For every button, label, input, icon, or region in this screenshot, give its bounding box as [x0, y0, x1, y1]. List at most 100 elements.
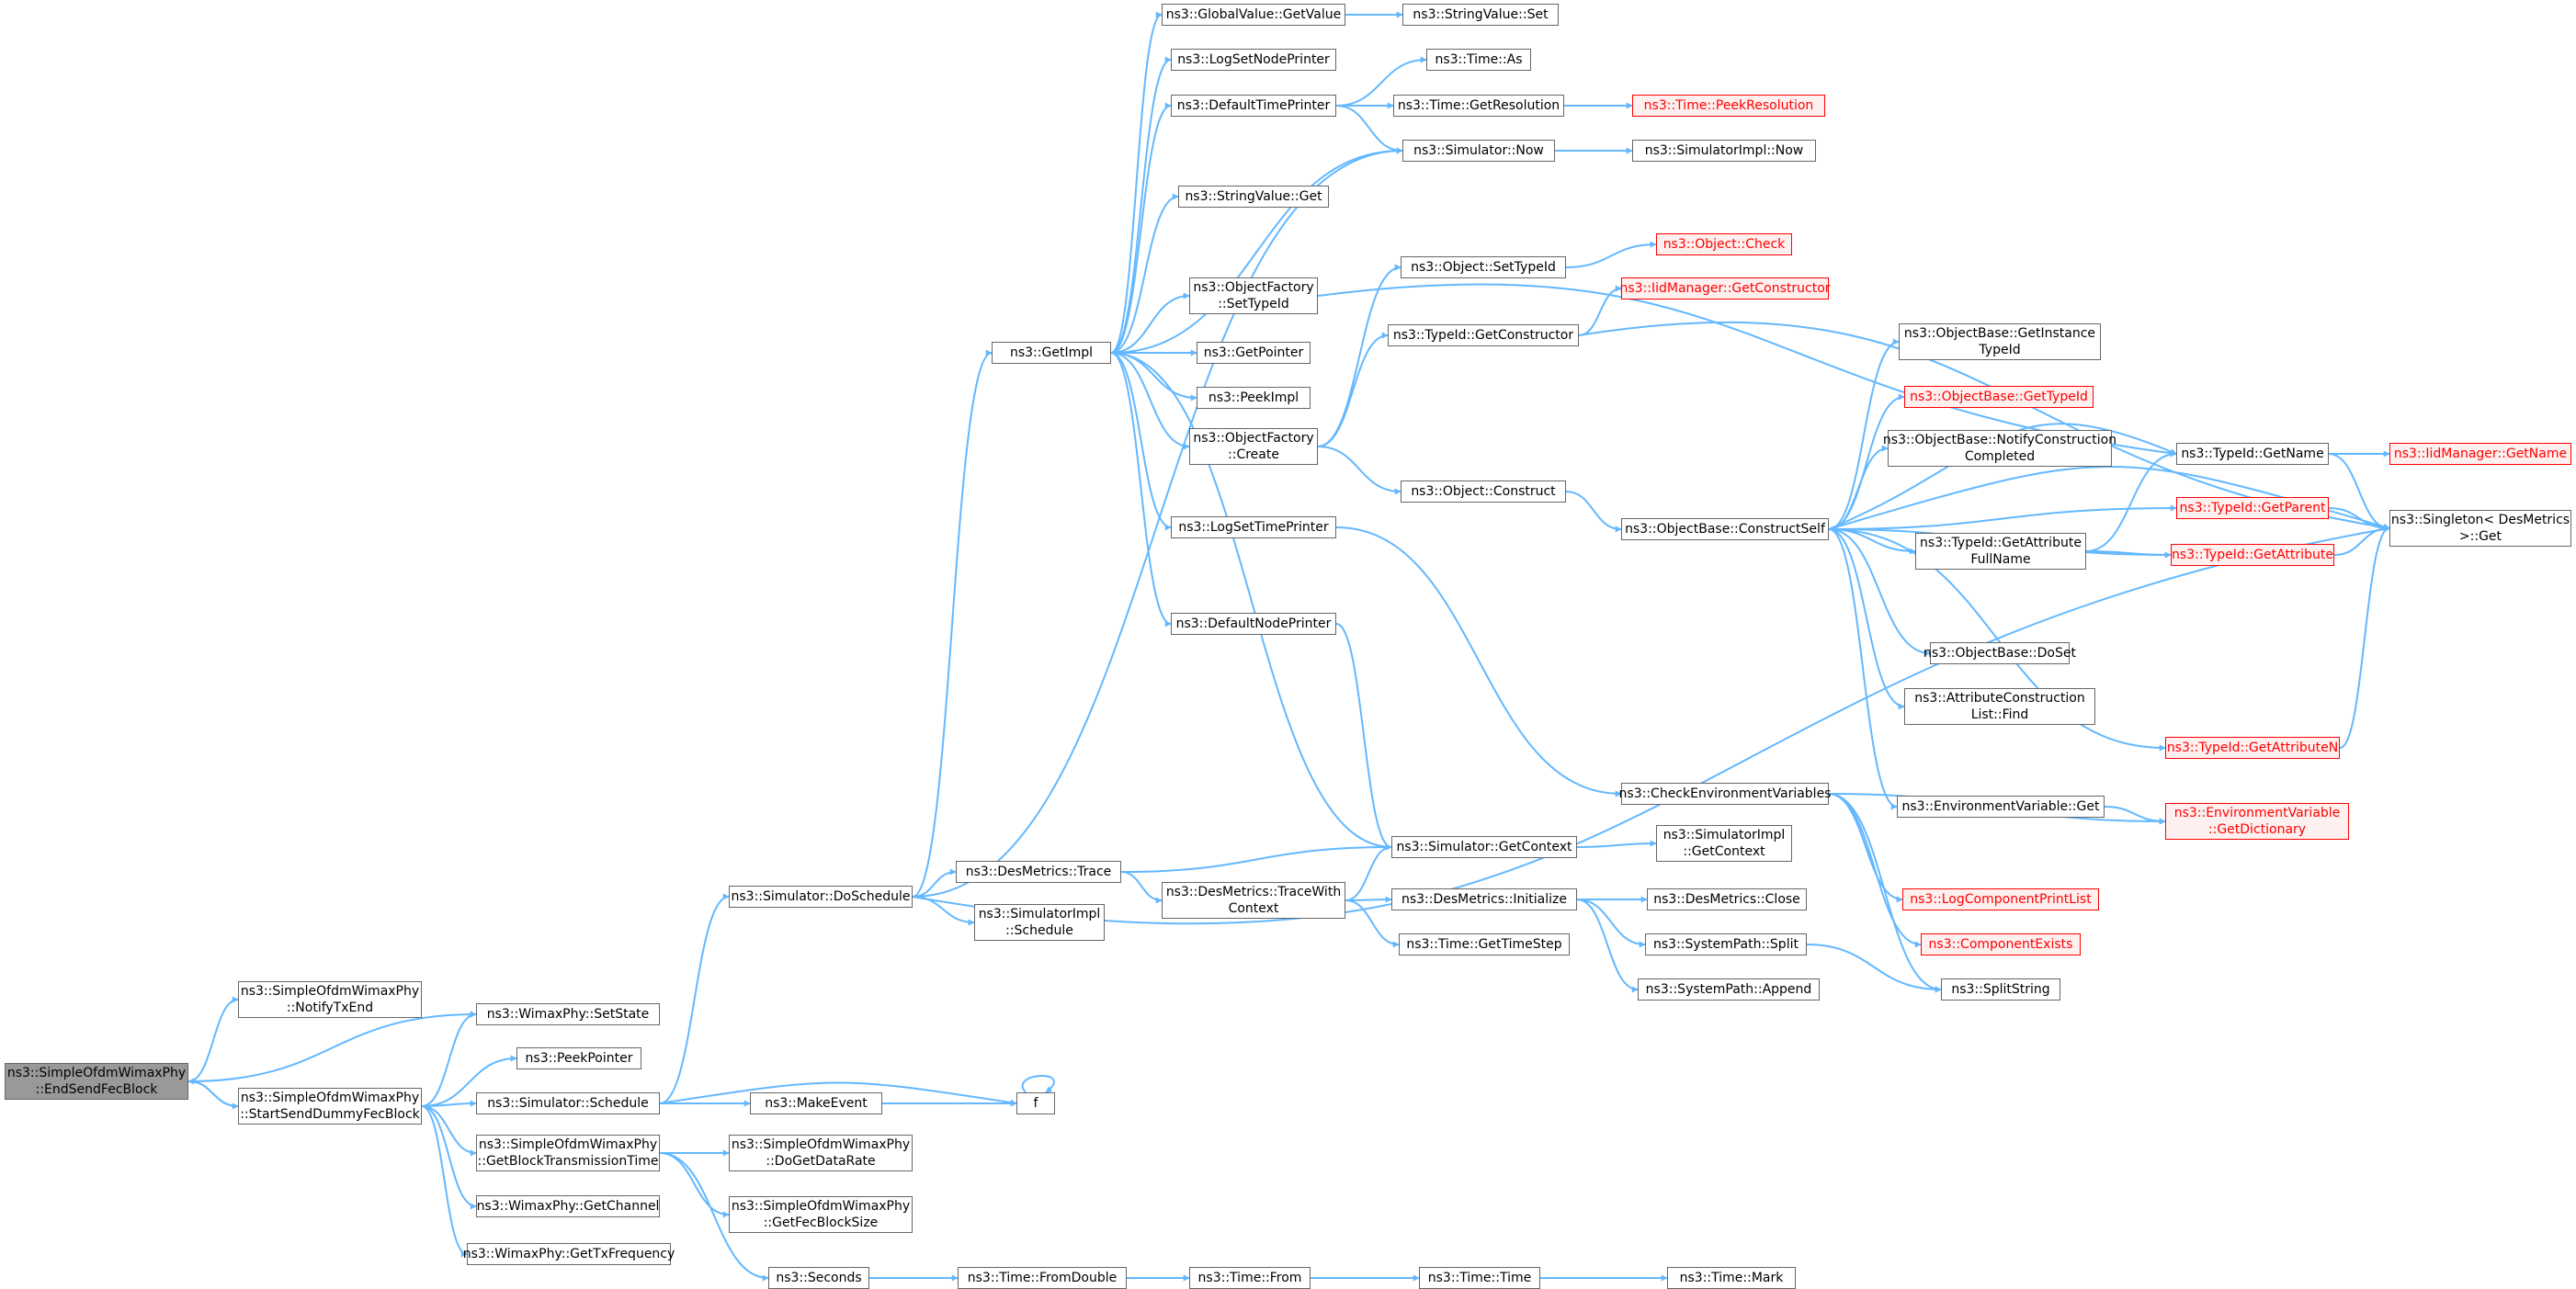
node-notifytx[interactable]: ns3::SimpleOfdmWimaxPhy ::NotifyTxEnd	[238, 981, 422, 1018]
node-getfecblocksize[interactable]: ns3::SimpleOfdmWimaxPhy ::GetFecBlockSiz…	[729, 1196, 913, 1233]
edge-constructself-to-typeidgetparent	[1828, 504, 2177, 530]
node-typeidgetattrn[interactable]: ns3::TypeId::GetAttributeN	[2165, 737, 2340, 759]
node-tracewithctx[interactable]: ns3::DesMetrics::TraceWith Context	[1162, 882, 1345, 919]
node-splitstring[interactable]: ns3::SplitString	[1941, 978, 2060, 1001]
node-getattrfullname[interactable]: ns3::TypeId::GetAttribute FullName	[1915, 533, 2086, 570]
node-typeidgetparent[interactable]: ns3::TypeId::GetParent	[2176, 497, 2329, 519]
node-peekpointer[interactable]: ns3::PeekPointer	[516, 1047, 641, 1069]
node-simimplschedule[interactable]: ns3::SimulatorImpl ::Schedule	[974, 904, 1105, 941]
edge-ofcreate-to-objconstruct	[1317, 446, 1401, 495]
edge-endsend-to-notifytx	[187, 996, 239, 1082]
node-schedule[interactable]: ns3::Simulator::Schedule	[476, 1092, 660, 1114]
node-iidgetname[interactable]: ns3::IidManager::GetName	[2389, 443, 2571, 465]
edge-f-self-loop	[1021, 1074, 1055, 1093]
node-getblocktx[interactable]: ns3::SimpleOfdmWimaxPhy ::GetBlockTransm…	[476, 1135, 660, 1171]
node-typeidgetname[interactable]: ns3::TypeId::GetName	[2176, 443, 2329, 465]
edge-tracewithctx-to-getcontext	[1345, 843, 1392, 901]
node-constructself[interactable]: ns3::ObjectBase::ConstructSelf	[1621, 518, 1829, 540]
node-fromdouble[interactable]: ns3::Time::FromDouble	[958, 1267, 1127, 1289]
node-gettimestep[interactable]: ns3::Time::GetTimeStep	[1399, 933, 1570, 955]
node-obgettypeid[interactable]: ns3::ObjectBase::GetTypeId	[1904, 386, 2094, 408]
edge-tracewithctx-to-desminit	[1345, 896, 1392, 903]
node-peekimpl[interactable]: ns3::PeekImpl	[1197, 387, 1311, 409]
edge-typeidgetattr-to-singletonget	[2333, 525, 2390, 556]
edge-typeidgetctor-to-singletonget	[1578, 321, 2390, 531]
node-ofsettypeid[interactable]: ns3::ObjectFactory ::SetTypeId	[1189, 277, 1318, 314]
edge-doschedule-to-singletonget	[912, 526, 2390, 925]
node-typeidgetctor[interactable]: ns3::TypeId::GetConstructor	[1388, 324, 1579, 346]
edge-constructself-to-obdoset	[1828, 528, 1931, 657]
edge-desminit-to-sysappend	[1576, 899, 1639, 993]
node-defaulttimeprinter[interactable]: ns3::DefaultTimePrinter	[1171, 95, 1336, 117]
node-dogetdatarate[interactable]: ns3::SimpleOfdmWimaxPhy ::DoGetDataRate	[729, 1135, 913, 1171]
edge-typeidgetname-to-singletonget	[2328, 453, 2390, 532]
edge-getimpl-to-defaulttimeprinter	[1110, 102, 1172, 354]
edge-constructself-to-typeidgetattrn	[1828, 528, 2166, 752]
node-checkenv[interactable]: ns3::CheckEnvironmentVariables	[1619, 783, 1831, 805]
node-obnotify[interactable]: ns3::ObjectBase::NotifyConstruction Comp…	[1883, 430, 2116, 467]
node-desmclose[interactable]: ns3::DesMetrics::Close	[1647, 888, 1807, 910]
edge-getimpl-to-logsetnodeprinter	[1110, 56, 1172, 354]
node-simnow[interactable]: ns3::Simulator::Now	[1402, 140, 1555, 162]
node-gvgetvalue[interactable]: ns3::GlobalValue::GetValue	[1162, 4, 1345, 26]
node-defaultnodeprinter[interactable]: ns3::DefaultNodePrinter	[1171, 613, 1336, 635]
node-desmtrace[interactable]: ns3::DesMetrics::Trace	[956, 861, 1121, 883]
node-getpointer[interactable]: ns3::GetPointer	[1197, 342, 1311, 364]
edge-doschedule-to-simimplschedule	[912, 896, 975, 926]
node-singletonget[interactable]: ns3::Singleton< DesMetrics >::Get	[2389, 510, 2571, 547]
edge-getimpl-to-defaultnodeprinter	[1110, 352, 1172, 628]
node-envget[interactable]: ns3::EnvironmentVariable::Get	[1897, 796, 2105, 818]
edge-syssplit-to-splitstring	[1806, 944, 1942, 993]
node-simimplgetctx[interactable]: ns3::SimulatorImpl ::GetContext	[1656, 825, 1792, 862]
node-strvalset[interactable]: ns3::StringValue::Set	[1402, 4, 1559, 26]
node-doschedule[interactable]: ns3::Simulator::DoSchedule	[729, 886, 913, 908]
node-desminit[interactable]: ns3::DesMetrics::Initialize	[1391, 888, 1577, 910]
edge-getimpl-to-ofsettypeid	[1110, 292, 1190, 354]
node-obdoset[interactable]: ns3::ObjectBase::DoSet	[1923, 642, 2076, 664]
node-obgetinsttypeid[interactable]: ns3::ObjectBase::GetInstance TypeId	[1899, 323, 2101, 360]
edge-schedule-to-doschedule	[659, 893, 730, 1104]
node-envgetdict[interactable]: ns3::EnvironmentVariable ::GetDictionary	[2165, 803, 2349, 840]
edge-defaulttimeprinter-to-simnow	[1335, 105, 1403, 154]
node-strvalget[interactable]: ns3::StringValue::Get	[1178, 186, 1329, 208]
edge-desmtrace-to-getcontext	[1120, 843, 1392, 873]
node-logsettimeprinter[interactable]: ns3::LogSetTimePrinter	[1171, 516, 1336, 538]
node-getcontext[interactable]: ns3::Simulator::GetContext	[1391, 836, 1577, 858]
node-typeidgetattr[interactable]: ns3::TypeId::GetAttribute	[2171, 544, 2334, 566]
edge-startsend-to-endsend	[187, 1078, 239, 1107]
node-getresolution[interactable]: ns3::Time::GetResolution	[1393, 95, 1564, 117]
node-timemark[interactable]: ns3::Time::Mark	[1667, 1267, 1796, 1289]
node-startsend[interactable]: ns3::SimpleOfdmWimaxPhy ::StartSendDummy…	[238, 1088, 422, 1125]
node-compexists[interactable]: ns3::ComponentExists	[1921, 933, 2081, 955]
node-objsettypeid[interactable]: ns3::Object::SetTypeId	[1401, 256, 1566, 278]
edge-constructself-to-obgetinsttypeid	[1828, 338, 1900, 530]
node-makeevent[interactable]: ns3::MakeEvent	[750, 1092, 882, 1114]
node-timeas[interactable]: ns3::Time::As	[1426, 49, 1531, 71]
node-from[interactable]: ns3::Time::From	[1189, 1267, 1311, 1289]
node-attrlistfind[interactable]: ns3::AttributeConstruction List::Find	[1904, 688, 2095, 725]
node-iidgetctor[interactable]: ns3::IidManager::GetConstructor	[1619, 277, 1831, 300]
node-ofcreate[interactable]: ns3::ObjectFactory ::Create	[1189, 428, 1318, 465]
node-logcompprint[interactable]: ns3::LogComponentPrintList	[1902, 888, 2099, 910]
edge-objconstruct-to-constructself	[1565, 491, 1622, 533]
node-getchannel[interactable]: ns3::WimaxPhy::GetChannel	[476, 1195, 660, 1217]
edge-getimpl-to-peekimpl	[1110, 352, 1197, 401]
node-objcheck[interactable]: ns3::Object::Check	[1656, 233, 1792, 255]
node-logsetnodeprinter[interactable]: ns3::LogSetNodePrinter	[1171, 49, 1336, 71]
edge-startsend-to-getblocktx	[421, 1105, 477, 1157]
node-f[interactable]: f	[1016, 1092, 1055, 1114]
node-timetime[interactable]: ns3::Time::Time	[1419, 1267, 1540, 1289]
edge-constructself-to-attrlistfind	[1828, 528, 1905, 710]
node-gettxfreq[interactable]: ns3::WimaxPhy::GetTxFrequency	[463, 1243, 675, 1265]
edge-startsend-to-getchannel	[421, 1105, 477, 1210]
node-sysappend[interactable]: ns3::SystemPath::Append	[1638, 978, 1820, 1001]
node-setstate[interactable]: ns3::WimaxPhy::SetState	[476, 1003, 660, 1025]
edge-simnow-to-getimpl	[1110, 150, 1403, 356]
node-objconstruct[interactable]: ns3::Object::Construct	[1401, 481, 1566, 503]
node-getimpl[interactable]: ns3::GetImpl	[992, 342, 1111, 364]
node-seconds[interactable]: ns3::Seconds	[768, 1267, 869, 1289]
node-peekresolution[interactable]: ns3::Time::PeekResolution	[1632, 95, 1825, 117]
edge-defaultnodeprinter-to-getcontext	[1335, 623, 1392, 851]
node-syssplit[interactable]: ns3::SystemPath::Split	[1645, 933, 1807, 955]
node-simimplnow[interactable]: ns3::SimulatorImpl::Now	[1632, 140, 1816, 162]
